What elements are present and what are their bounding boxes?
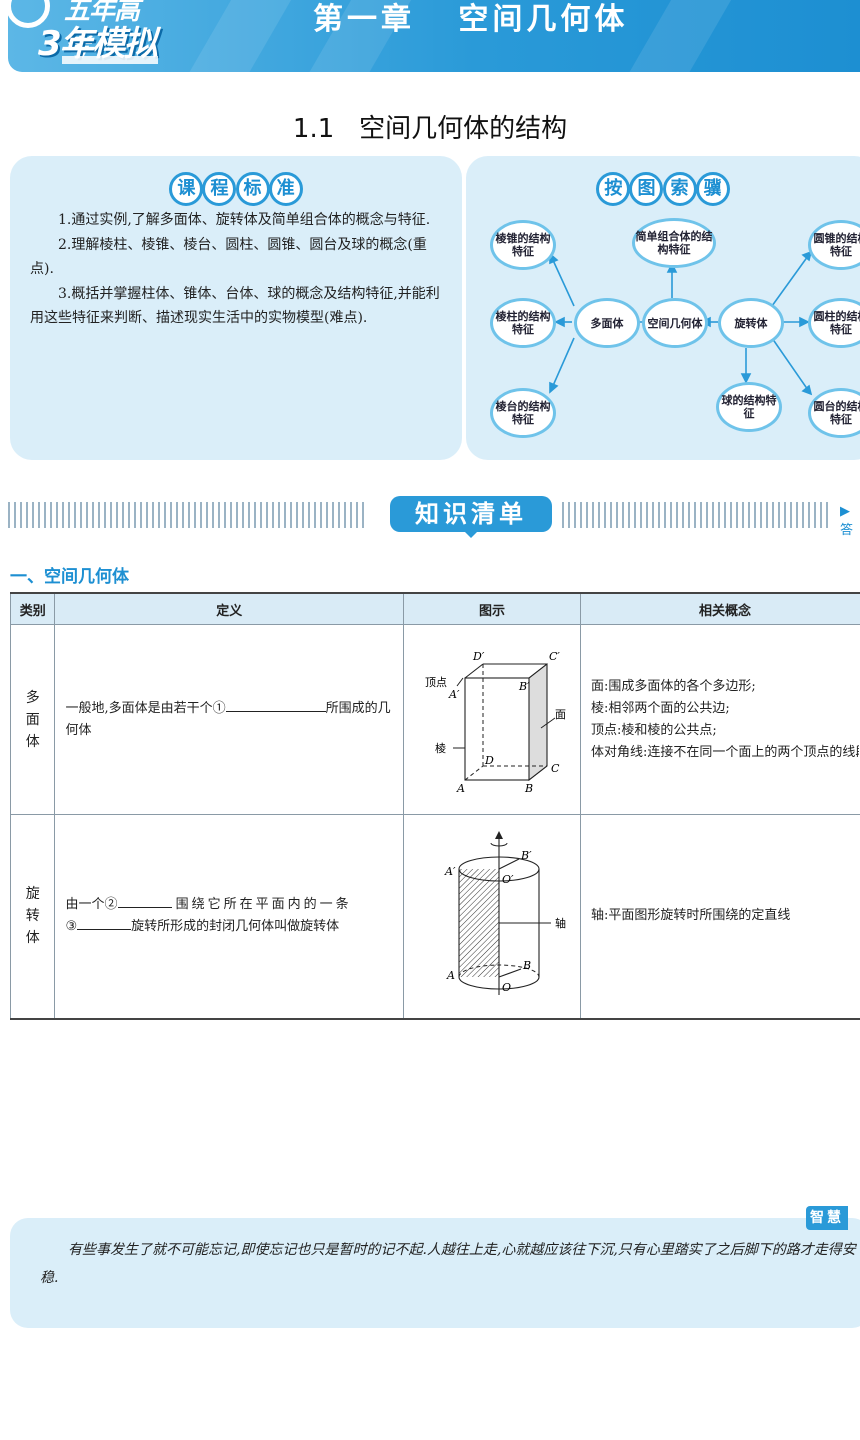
title-char: 骥	[695, 172, 730, 206]
figure-label: O′	[502, 873, 514, 886]
sub-heading: 一、空间几何体	[10, 567, 129, 587]
category-cell: 旋转体	[9, 814, 56, 1020]
col-header: 相关概念	[580, 592, 860, 625]
figure-label: A′	[448, 688, 460, 701]
title-char: 课	[169, 172, 204, 206]
node-frustum: 棱台的结构特征	[490, 388, 556, 438]
mindmap: 按 图 索 骥 棱锥的结构特征 棱柱的结构特征	[466, 156, 860, 460]
knowledge-banner: 知识清单 ▶答	[8, 496, 860, 538]
category-label: 旋转体	[25, 886, 40, 947]
answer-link[interactable]: ▶答	[840, 504, 854, 538]
node-polyhedron: 多面体	[574, 298, 640, 348]
title-char: 按	[596, 172, 631, 206]
related-item: 体对角线:连接不在同一个面上的两个顶点的线段	[591, 744, 859, 760]
node-pyramid: 棱锥的结构特征	[490, 220, 556, 270]
node-cylinder: 圆柱的结构特征	[808, 298, 860, 348]
figure-label: B	[522, 959, 531, 972]
related-cell: 面:围成多面体的各个多边形; 棱:相邻两个面的公共边; 顶点:棱和棱的公共点; …	[580, 624, 860, 815]
related-item: 棱:相邻两个面的公共边;	[591, 700, 730, 716]
table-header-row: 类别 定义 图示 相关概念	[9, 592, 860, 625]
title-char: 图	[629, 172, 664, 206]
quote-text: 有些事发生了就不可能忘记,即使忘记也只是暂时的记不起.人越往上走,心就越应该往下…	[40, 1236, 860, 1292]
chapter-title: 第一章 空间几何体	[313, 2, 629, 37]
standards-list: 1.通过实例,了解多面体、旋转体及简单组合体的概念与特征. 2.理解棱柱、棱锥、…	[30, 208, 450, 331]
figure-label: 棱	[435, 742, 446, 755]
figure-label: B′	[520, 849, 532, 862]
header-banner: 五年高考 3年模拟 第一章 空间几何体	[8, 0, 860, 72]
related-item: 轴:平面图形旋转时所围绕的定直线	[591, 908, 791, 924]
answer-blank	[117, 907, 172, 909]
figure-cell: 轴 A′ O′ B′ A O B	[402, 814, 582, 1020]
category-label: 多面体	[25, 689, 40, 750]
related-item: 顶点:棱和棱的公共点;	[591, 722, 717, 738]
related-cell: 轴:平面图形旋转时所围绕的定直线	[580, 814, 860, 1020]
title-char: 标	[235, 172, 270, 206]
quote-box: 有些事发生了就不可能忘记,即使忘记也只是暂时的记不起.人越往上走,心就越应该往下…	[10, 1218, 860, 1328]
definition-cell: 由一个② 围绕它所在平面内的一条 ③ 旋转所形成的封闭几何体叫做旋转体	[54, 814, 404, 1020]
figure-cell: 顶点 棱 面 A B C D A′ B′ C′ D′	[402, 624, 582, 815]
node-sphere: 球的结构特征	[716, 382, 782, 432]
hatch-decoration	[562, 502, 832, 528]
figure-label: A	[446, 969, 455, 982]
figure-label: C	[551, 762, 560, 775]
course-standards-title: 课 程 标 准	[10, 172, 462, 206]
title-char: 准	[268, 172, 303, 206]
figure-label: 面	[555, 708, 566, 721]
cylinder-figure: 轴 A′ O′ B′ A O B	[444, 831, 566, 996]
logo-ring-icon	[8, 0, 50, 28]
answer-blank	[225, 710, 326, 712]
title-char: 程	[202, 172, 237, 206]
node-center: 空间几何体	[642, 298, 708, 348]
figure-label: O	[502, 981, 511, 994]
definition-text: 由一个②	[65, 897, 118, 913]
node-prism: 棱柱的结构特征	[490, 298, 556, 348]
figure-label: B	[524, 782, 533, 795]
figure-label: A′	[444, 865, 456, 878]
definition-text: 所围成的几何体	[65, 700, 391, 738]
logo-subbar	[62, 56, 158, 64]
figure-label: 顶点	[425, 676, 447, 689]
figure-label: D′	[472, 650, 485, 663]
course-standards-panel: 课 程 标 准 1.通过实例,了解多面体、旋转体及简单组合体的概念与特征. 2.…	[10, 156, 462, 460]
definition-text: ③	[65, 919, 78, 935]
pointer-arrow-icon	[463, 530, 479, 538]
figure-label: 轴	[555, 916, 566, 930]
standard-item: 1.通过实例,了解多面体、旋转体及简单组合体的概念与特征.	[58, 212, 431, 228]
book-logo: 五年高考 3年模拟	[8, 0, 158, 66]
figure-label: B′	[518, 680, 530, 693]
definition-text: 围绕它所在平面内的一条	[175, 897, 352, 913]
related-item: 面:围成多面体的各个多边形;	[591, 678, 756, 694]
section-title: 1.1 空间几何体的结构	[292, 114, 568, 144]
standard-item: 3.概括并掌握柱体、锥体、台体、球的概念及结构特征,并能利用这些特征来判断、描述…	[30, 285, 440, 327]
logo-line1: 五年高考	[64, 0, 140, 63]
node-frustum-cone: 圆台的结构特征	[808, 388, 860, 438]
hatch-decoration	[8, 502, 368, 528]
figure-label: A	[456, 782, 465, 795]
category-cell: 多面体	[9, 624, 56, 815]
node-solid-revolution: 旋转体	[718, 298, 784, 348]
quote-paragraph: 有些事发生了就不可能忘记,即使忘记也只是暂时的记不起.人越往上走,心就越应该往下…	[40, 1242, 856, 1286]
title-char: 索	[662, 172, 697, 206]
figure-label: C′	[549, 650, 560, 663]
node-cone: 圆锥的结构特征	[808, 220, 860, 270]
table-row: 旋转体 由一个② 围绕它所在平面内的一条 ③ 旋转所形成的封闭几何体叫做旋转体	[9, 814, 860, 1020]
answer-blank	[77, 929, 132, 931]
mindmap-title: 按 图 索 骥	[466, 172, 860, 206]
definition-text: 一般地,多面体是由若干个①	[65, 700, 226, 716]
col-header: 类别	[9, 592, 56, 625]
cuboid-figure: 顶点 棱 面 A B C D A′ B′ C′ D′	[425, 650, 566, 795]
figure-label: D	[484, 754, 494, 767]
wisdom-badge: 智慧	[806, 1206, 848, 1230]
col-header: 定义	[54, 592, 404, 625]
standard-item: 2.理解棱柱、棱锥、棱台、圆柱、圆锥、圆台及球的概念(重点).	[30, 236, 427, 278]
col-header: 图示	[402, 592, 582, 625]
node-simple-combo: 简单组合体的结构特征	[632, 218, 716, 268]
definition-text: 旋转所形成的封闭几何体叫做旋转体	[131, 919, 340, 935]
knowledge-title: 知识清单	[390, 496, 552, 532]
